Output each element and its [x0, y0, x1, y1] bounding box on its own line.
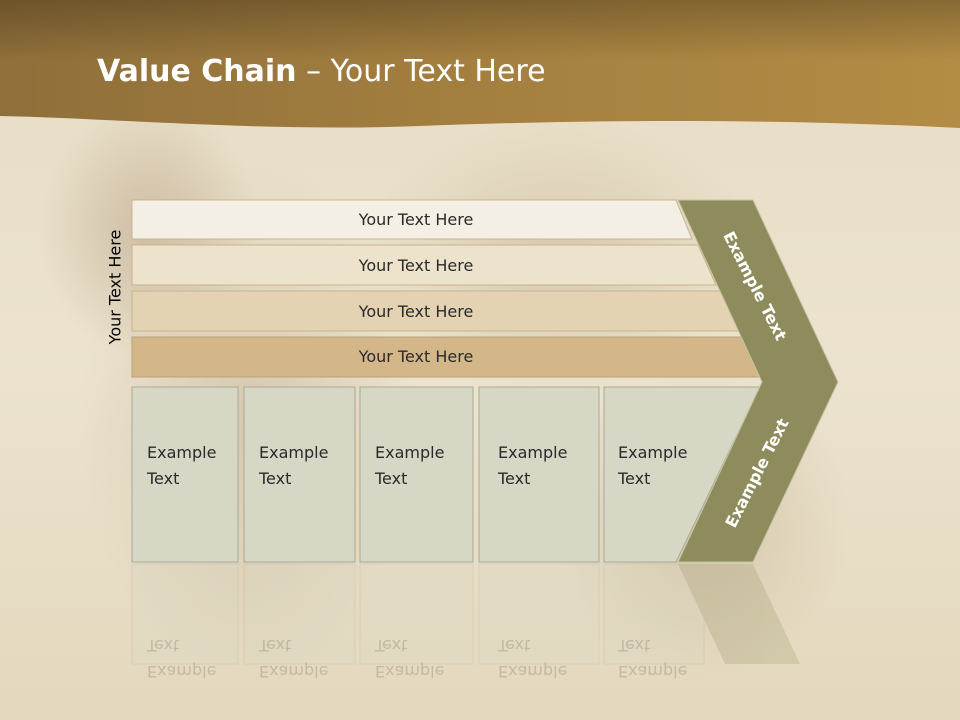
row-1-label: Your Text Here: [358, 209, 474, 229]
row-2: Your Text Here: [132, 246, 700, 284]
row-1: Your Text Here: [132, 200, 700, 238]
cell-box-2[interactable]: [243, 386, 356, 563]
title-rest: – Your Text Here: [296, 54, 546, 89]
cell-2-reflection: Example Text: [259, 636, 329, 681]
page-title: Value Chain – Your Text Here: [97, 54, 546, 89]
cell-5-reflection: Example Text: [618, 636, 688, 681]
row-3-label: Your Text Here: [358, 301, 474, 321]
cell-box-3[interactable]: [359, 386, 474, 563]
cell-box-1[interactable]: [131, 386, 239, 563]
cell-2-label: Example Text: [259, 443, 329, 488]
row-bar-1[interactable]: [131, 199, 693, 240]
diagram-reflection: [131, 563, 800, 665]
row-4: Your Text Here: [132, 337, 700, 375]
row-4-label: Your Text Here: [358, 346, 474, 366]
cell-4-label: Example Text: [498, 443, 568, 488]
chevron-arrow[interactable]: [677, 199, 839, 563]
cell-3-reflection: Example Text: [375, 636, 445, 681]
row-2-label: Your Text Here: [358, 255, 474, 275]
row-bar-2[interactable]: [131, 244, 717, 286]
cell-5-label: Example Text: [618, 443, 688, 488]
cell-3-label: Example Text: [375, 443, 445, 488]
cell-1-label: Example Text: [147, 443, 217, 488]
title-bold: Value Chain: [97, 54, 297, 89]
row-3: Your Text Here: [132, 292, 700, 330]
cell-4-reflection: Example Text: [498, 636, 568, 681]
cell-box-4[interactable]: [478, 386, 600, 563]
cell-box-5[interactable]: [603, 386, 761, 563]
cell-1-reflection: Example Text: [147, 636, 217, 681]
